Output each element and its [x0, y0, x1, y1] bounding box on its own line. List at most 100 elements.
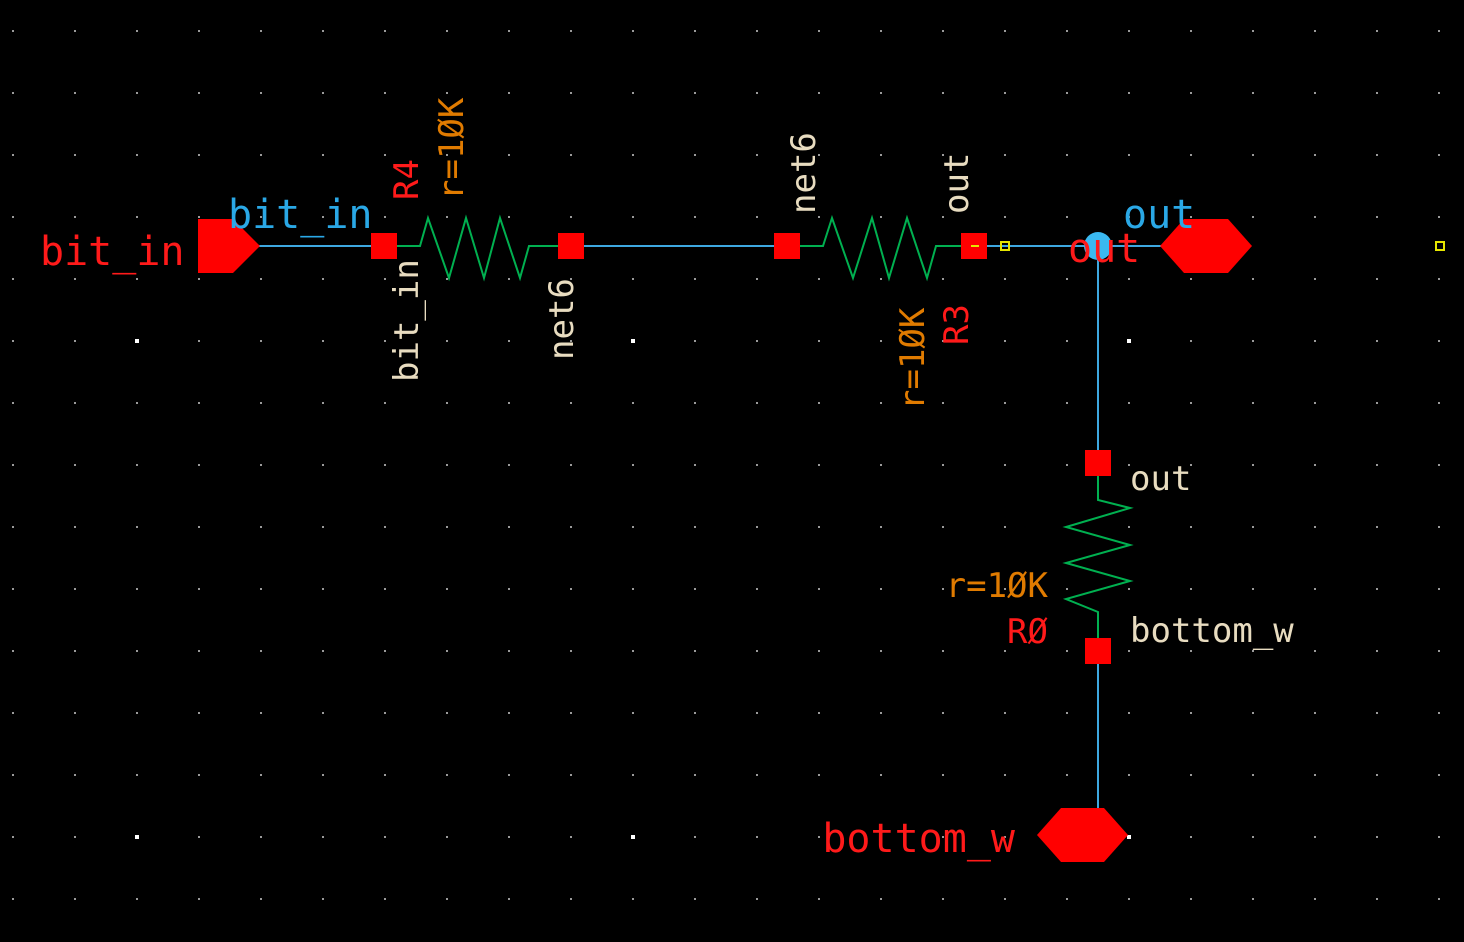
grid-dot	[508, 836, 510, 838]
grid-dot	[1314, 588, 1316, 590]
grid-dot	[880, 402, 882, 404]
grid-dot	[756, 402, 758, 404]
resistor-r4[interactable]: R4 r=1ØK bit_in net6	[371, 97, 584, 382]
grid-dot	[446, 650, 448, 652]
grid-dot	[1252, 836, 1254, 838]
grid-dot	[570, 836, 572, 838]
grid-dot	[508, 898, 510, 900]
grid-dot	[1438, 464, 1440, 466]
grid-dot	[1438, 340, 1440, 342]
grid-dot	[74, 340, 76, 342]
terminal-pin[interactable]	[1085, 450, 1111, 476]
grid-dot	[880, 898, 882, 900]
grid-dot	[198, 464, 200, 466]
grid-dot	[198, 650, 200, 652]
resistor-r0[interactable]: out r=1ØK RØ bottom_w	[946, 450, 1295, 664]
grid-dot	[198, 526, 200, 528]
grid-dot	[818, 216, 820, 218]
grid-dot	[136, 588, 138, 590]
grid-dot	[942, 650, 944, 652]
grid-dot	[694, 836, 696, 838]
grid-dot	[632, 402, 634, 404]
grid-dot	[880, 650, 882, 652]
grid-dot	[1128, 774, 1130, 776]
grid-dot	[136, 216, 138, 218]
terminal-pin[interactable]	[1085, 638, 1111, 664]
grid-dot	[12, 588, 14, 590]
grid-dot	[384, 526, 386, 528]
grid-dot	[570, 774, 572, 776]
grid-dot	[446, 30, 448, 32]
grid-dot	[942, 588, 944, 590]
grid-dot	[570, 588, 572, 590]
grid-dot	[384, 92, 386, 94]
grid-dot	[508, 712, 510, 714]
resistor-r3[interactable]: net6 out r=1ØK R3	[774, 132, 987, 410]
grid-dot	[570, 526, 572, 528]
grid-dot	[12, 92, 14, 94]
grid-dot	[1004, 92, 1006, 94]
grid-dot	[508, 154, 510, 156]
grid-dot	[942, 774, 944, 776]
grid-dot	[694, 650, 696, 652]
pin-out[interactable]: out out	[1068, 192, 1252, 273]
grid-dot	[1004, 402, 1006, 404]
grid-dot	[1252, 402, 1254, 404]
grid-dot	[1438, 216, 1440, 218]
grid-dot	[508, 650, 510, 652]
grid-dot	[1128, 154, 1130, 156]
grid-dot	[198, 278, 200, 280]
grid-dot	[756, 216, 758, 218]
grid-dot	[880, 30, 882, 32]
grid-dot	[1314, 836, 1316, 838]
grid-dot	[260, 30, 262, 32]
grid-dot	[384, 898, 386, 900]
grid-dot	[136, 30, 138, 32]
grid-dot	[1066, 340, 1068, 342]
grid-dot	[942, 526, 944, 528]
grid-dot	[1190, 278, 1192, 280]
instance-name: R3	[937, 304, 977, 345]
grid-dot	[1252, 278, 1254, 280]
grid-dot	[1314, 898, 1316, 900]
pin-bottom-w[interactable]: bottom_w	[822, 808, 1128, 862]
grid-dot	[12, 464, 14, 466]
grid-dot	[818, 278, 820, 280]
grid-dot	[631, 339, 635, 343]
terminal-pin[interactable]	[774, 233, 800, 259]
terminal-label: out	[1130, 459, 1191, 499]
grid-dot	[694, 898, 696, 900]
terminal-pin[interactable]	[558, 233, 584, 259]
grid-dot	[322, 92, 324, 94]
grid-dot	[570, 278, 572, 280]
grid-dot	[1438, 30, 1440, 32]
grid-dot	[260, 898, 262, 900]
grid-dot	[1314, 216, 1316, 218]
grid-dot	[322, 154, 324, 156]
grid-dot	[198, 712, 200, 714]
grid-dot	[136, 712, 138, 714]
grid-dot	[1128, 650, 1130, 652]
grid-dot	[756, 526, 758, 528]
grid-dot	[1438, 92, 1440, 94]
grid-dot	[1376, 712, 1378, 714]
grid-dot	[1376, 464, 1378, 466]
terminal-pin[interactable]	[371, 233, 397, 259]
grid-dot	[694, 278, 696, 280]
grid-dot	[322, 278, 324, 280]
grid-dot	[1190, 92, 1192, 94]
grid-dot	[136, 92, 138, 94]
grid-dot	[1066, 650, 1068, 652]
grid-dot	[260, 526, 262, 528]
grid-dot	[570, 216, 572, 218]
pin-bit-in[interactable]: bit_in bit_in	[40, 192, 373, 275]
grid-dot	[384, 712, 386, 714]
instance-name: RØ	[1007, 612, 1048, 652]
grid-dot	[384, 216, 386, 218]
grid-dot	[74, 464, 76, 466]
grid-dot	[1190, 154, 1192, 156]
grid-dots	[12, 30, 1440, 900]
resistance-param: r=1ØK	[432, 97, 472, 200]
